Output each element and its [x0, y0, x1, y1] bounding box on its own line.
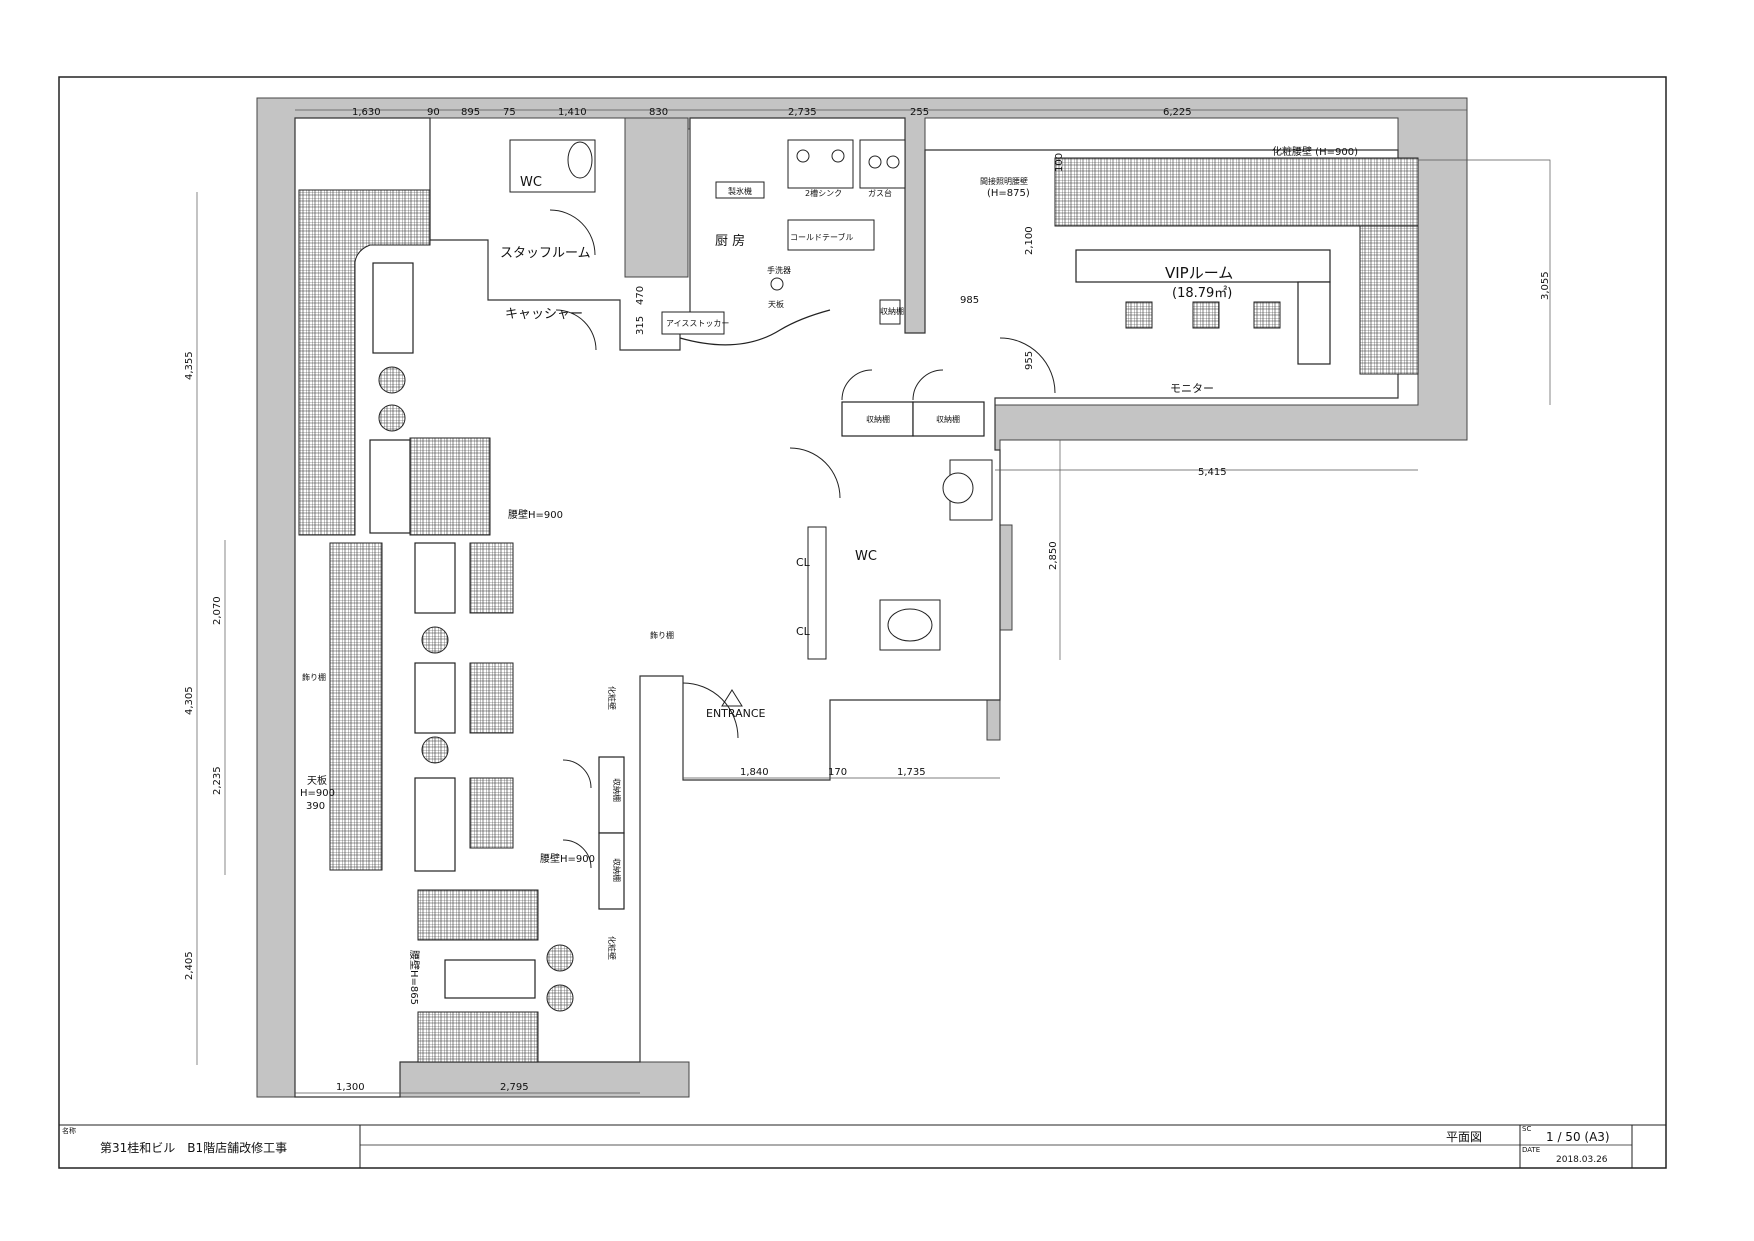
label-cl-2: CL [796, 625, 811, 638]
dim-wc-height: 2,850 [1048, 541, 1059, 570]
label-storage-1: 収納棚 [866, 414, 890, 424]
label-counter-h: H=900 [300, 788, 335, 799]
dim-left-1: 2,070 [212, 596, 223, 625]
title-name-label: 名称 [62, 1126, 76, 1135]
dim-top-8: 6,225 [1163, 107, 1192, 118]
dim-top-3: 75 [503, 107, 516, 118]
dim-315: 315 [635, 316, 646, 335]
title-project-name: 第31桂和ビル B1階店舗改修工事 [100, 1140, 287, 1155]
label-makeup-wall-top: 化粧腰壁 (H=900) [1272, 145, 1358, 158]
label-storage-2: 収納棚 [936, 414, 960, 424]
dim-top-1: 90 [427, 107, 440, 118]
label-counter-top: 天板 [307, 774, 327, 787]
label-gas: ガス台 [868, 188, 892, 198]
label-sink: 2槽シンク [805, 188, 842, 198]
room-cashier: キャッシャー [505, 307, 583, 322]
label-waist-2: 腰壁H=900 [540, 852, 595, 865]
kitchen-fixtures [661, 139, 906, 346]
interior-floor [294, 117, 1399, 1098]
room-kitchen: 厨 房 [715, 233, 745, 249]
dim-entrance-0: 1,840 [740, 767, 769, 778]
room-vip-area: (18.79㎡) [1172, 286, 1232, 301]
dim-bottom-1: 2,795 [500, 1082, 529, 1093]
label-ice-maker: 製氷機 [728, 186, 752, 196]
label-indirect-light-h: (H=875) [987, 188, 1030, 199]
dim-470: 470 [635, 286, 646, 305]
tile-seating [298, 157, 1419, 1063]
door-swings [549, 209, 1056, 869]
label-cl-1: CL [796, 556, 811, 569]
dim-985: 985 [960, 295, 979, 306]
dim-bottom-0: 1,300 [336, 1082, 365, 1093]
room-staff: スタッフルーム [500, 246, 591, 261]
entrance-triangle-icon [721, 689, 743, 707]
room-wc-right: WC [855, 549, 877, 564]
dim-top-4: 1,410 [558, 107, 587, 118]
dim-top-6: 2,735 [788, 107, 817, 118]
dim-top-2: 895 [461, 107, 480, 118]
dim-entrance-1: 170 [828, 767, 847, 778]
dim-955: 955 [1024, 351, 1035, 370]
stools [378, 366, 574, 1012]
dimension-lines [196, 109, 1551, 1094]
label-ice-stocker: アイスストッカー [666, 319, 729, 328]
label-makeup-2: 化粧壁 [607, 936, 617, 960]
dim-100: 100 [1054, 153, 1065, 172]
title-date-label: DATE [1522, 1146, 1540, 1154]
toilet-fixtures [509, 139, 993, 660]
dim-top-5: 830 [649, 107, 668, 118]
tables [369, 249, 1331, 999]
label-hand-wash: 手洗器 [767, 265, 791, 275]
dim-left-0: 4,355 [184, 351, 195, 380]
dim-left-4: 2,405 [184, 951, 195, 980]
dimension-text: 1,630 90 895 75 1,410 830 2,735 255 6,22… [184, 107, 1551, 1093]
title-date: 2018.03.26 [1556, 1155, 1608, 1165]
label-counter-w: 390 [306, 801, 325, 812]
dim-top-7: 255 [910, 107, 929, 118]
label-waist-1: 腰壁H=900 [508, 508, 563, 521]
storage-units [598, 401, 985, 910]
monitor-label: モニター [1170, 382, 1214, 395]
label-storage-4: 収納棚 [612, 858, 622, 882]
title-block: 名称 第31桂和ビル B1階店舗改修工事 平面図 SC 1 / 50 (A3) … [58, 1124, 1667, 1169]
label-cold-table: コールドテーブル [790, 232, 854, 242]
label-waist-3: 腰壁H=865 [408, 950, 421, 1005]
room-entrance: ENTRANCE [706, 707, 766, 720]
label-deco-shelf-2: 飾り棚 [650, 630, 674, 640]
label-storage-3: 収納棚 [612, 778, 622, 802]
label-counter-top-k: 天板 [768, 299, 784, 309]
fixture-labels: 製氷機 2槽シンク ガス台 コールドテーブル 手洗器 天板 アイスストッカー 収… [300, 145, 1358, 1005]
dim-right-0: 3,055 [1540, 271, 1551, 300]
room-vip: VIPルーム [1165, 264, 1233, 282]
label-makeup-1: 化粧壁 [607, 686, 617, 710]
label-deco-shelf-1: 飾り棚 [302, 672, 326, 682]
dim-top-0: 1,630 [352, 107, 381, 118]
dim-vip-width: 5,415 [1198, 467, 1227, 478]
title-scale-label: SC [1522, 1125, 1531, 1133]
dim-left-2: 4,305 [184, 686, 195, 715]
label-indirect-light: 間接照明腰壁 [980, 176, 1028, 186]
dim-entrance-2: 1,735 [897, 767, 926, 778]
title-scale: 1 / 50 (A3) [1546, 1130, 1610, 1144]
title-drawing: 平面図 [1446, 1130, 1482, 1144]
label-storage-k: 収納棚 [880, 306, 904, 316]
dim-left-3: 2,235 [212, 766, 223, 795]
dim-2100: 2,100 [1024, 226, 1035, 255]
room-wc-top: WC [520, 175, 542, 190]
room-labels: WC スタッフルーム 厨 房 キャッシャー VIPルーム (18.79㎡) WC… [500, 175, 1233, 720]
